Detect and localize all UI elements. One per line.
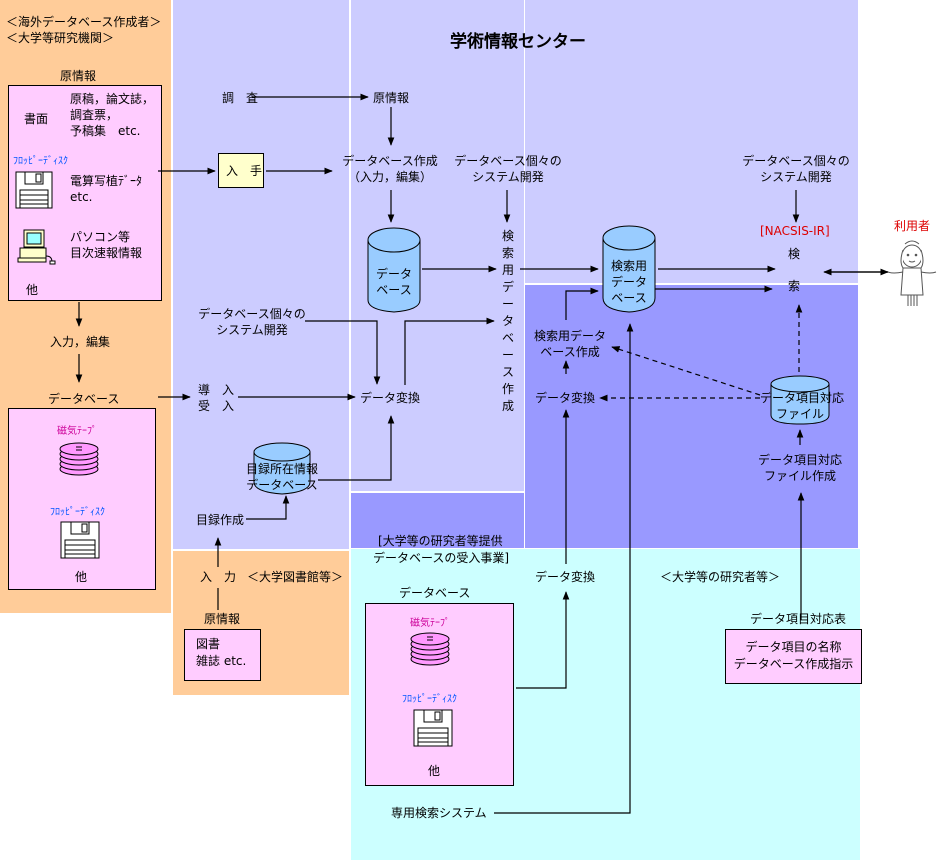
researcher-org-label: ＜大学等の研究者等＞ (660, 570, 781, 584)
tape-label: 磁気ﾃｰﾌﾟ (410, 618, 450, 629)
item-file-label: データ項目対応 (760, 391, 845, 405)
obtain-label[interactable]: 入 手 (226, 164, 263, 178)
source-info-label: 原情報 (60, 69, 97, 83)
center-source-label: 原情報 (373, 91, 410, 105)
overseas-producer-label: ＜海外データベース作成者＞ (6, 15, 162, 29)
database-cylinder (367, 227, 421, 313)
mapping-table-box (725, 629, 862, 684)
panel-center-right (525, 0, 858, 283)
arrow-dedicated-searchdb (494, 323, 634, 814)
arrow-sysdev-convert (305, 320, 381, 385)
overseas-database-box (8, 408, 156, 590)
item-file-label: ファイル (775, 407, 824, 421)
other-label: 他 (26, 283, 39, 297)
panel-center-col3-lower (351, 493, 524, 548)
floppy-disk-icon (60, 521, 100, 559)
library-org-label: ＜大学図書館等＞ (247, 570, 344, 584)
arrow-catalogmake-catalogdb (246, 495, 290, 520)
magnetic-tape-icon (410, 632, 450, 666)
search-label-char: 検 (788, 247, 801, 261)
data-convert-label: データ変換 (360, 391, 421, 405)
search-db-cylinder-label: 検索用 (610, 259, 647, 273)
right-data-convert-label: データ変換 (535, 391, 596, 405)
other-label: 他 (75, 570, 88, 584)
floppy-label: ﾌﾛｯﾋﾟｰﾃﾞｨｽｸ (402, 694, 457, 705)
paper-item: 調査票， (70, 108, 119, 122)
library-source-label: 原情報 (204, 612, 241, 626)
tape-label: 磁気ﾃｰﾌﾟ (57, 426, 97, 437)
center-sysdev-label: システム開発 (472, 170, 544, 184)
import-label: 導 入 (198, 383, 235, 397)
mapping-item: データ項目の名称 (745, 640, 842, 654)
library-item: 図書 (196, 637, 221, 651)
researcher-data-convert-label: データ変換 (535, 570, 596, 584)
survey-label: 調 査 (222, 91, 259, 105)
arrow-convert-searchdbcreate-right (565, 287, 599, 320)
user-label: 利用者 (894, 219, 931, 233)
search-db-create-vertical-label: 検 索 用 デ ー タ ベ ー ス 作 成 (501, 229, 514, 413)
item-file-create-label: データ項目対応 (757, 453, 842, 467)
mapping-table-label: データ項目対応表 (750, 612, 847, 626)
input-edit-label: 入力，編集 (50, 335, 111, 349)
item-file-cylinder (770, 375, 830, 425)
paper-label: 書面 (24, 112, 49, 126)
search-db-cylinder-label: ベース (611, 291, 647, 305)
acceptance-program-label: [大学等の研究者等提供 (378, 534, 503, 548)
obtain-box[interactable] (218, 153, 264, 188)
floppy-disk-icon (413, 709, 453, 747)
db-create-label: （入力，編集） (347, 170, 432, 184)
database-label: データベース (48, 392, 120, 406)
other-label: 他 (428, 764, 441, 778)
researcher-database-label: データベース (399, 586, 471, 600)
dedicated-search-label: 専用検索システム (391, 806, 487, 820)
search-db-cylinder-label: データ (610, 275, 647, 289)
right-sysdev-label: データベース個々の (742, 154, 850, 168)
accept-label: 受 入 (198, 399, 235, 413)
acceptance-program-label: データベースの受入事業] (373, 551, 510, 565)
sysdev-label: システム開発 (216, 323, 288, 337)
floppy-disk-icon (15, 171, 53, 209)
computer-icon (17, 229, 56, 265)
pc-item: 目次速報情報 (70, 246, 143, 260)
library-source-box (184, 629, 261, 681)
catalog-db-label: データベース (246, 478, 318, 492)
floppy-label: ﾌﾛｯﾋﾟｰﾃﾞｨｽｸ (50, 507, 105, 518)
library-input-label: 入 力 (200, 570, 237, 584)
library-item: 雑誌 etc. (196, 654, 247, 668)
university-institute-label: ＜大学等研究機関＞ (6, 31, 115, 45)
right-sysdev-label: システム開発 (760, 170, 832, 184)
page-title: 学術情報センター (450, 32, 586, 52)
floppy-item: etc. (70, 190, 93, 204)
center-sysdev-label: データベース個々の (454, 154, 562, 168)
search-database-cylinder (602, 225, 656, 313)
mapping-item: データベース作成指示 (733, 657, 854, 671)
nacsis-ir-label: [NACSIS-IR] (760, 224, 830, 238)
search-db-create-label: 検索用データ (533, 329, 606, 343)
dashed-itemfile-searchdbcreate (611, 346, 761, 396)
paper-item: 予稿集 etc. (70, 124, 141, 138)
magnetic-tape-icon (59, 442, 99, 476)
pc-item: パソコン等 (70, 230, 131, 244)
search-db-create-label: ベース作成 (540, 345, 600, 359)
sysdev-label: データベース個々の (198, 307, 306, 321)
db-create-label: データベース作成 (342, 154, 438, 168)
catalog-make-label: 目録作成 (196, 513, 245, 527)
db-cylinder-label: ベース (376, 283, 412, 297)
arrow-researcherdb-convert (516, 591, 570, 689)
db-cylinder-label: データ (375, 267, 412, 281)
catalog-db-label: 目録所在情報 (245, 462, 318, 476)
paper-item: 原稿，論文誌， (70, 92, 155, 106)
user-figure-icon (887, 240, 937, 306)
arrow-convert-searchdbcreate (404, 317, 495, 385)
catalog-database-cylinder (253, 442, 311, 495)
search-label-char: 索 (788, 279, 801, 293)
floppy-item: 電算写植ﾃﾞｰﾀ (70, 174, 143, 188)
floppy-label: ﾌﾛｯﾋﾟｰﾃﾞｨｽｸ (13, 156, 68, 167)
item-file-create-label: ファイル作成 (763, 469, 836, 483)
arrow-catalogdb-convert (318, 415, 395, 481)
